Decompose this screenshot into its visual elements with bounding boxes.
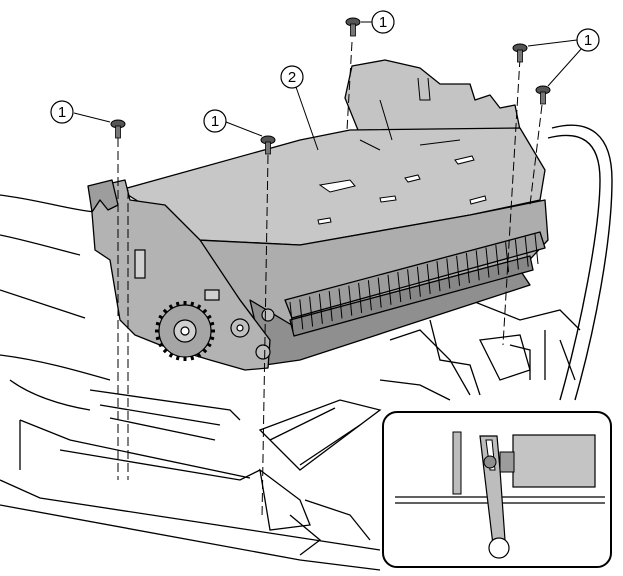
screw-icon	[535, 85, 551, 105]
roller-rib	[456, 255, 461, 286]
callout-label: 1	[379, 14, 387, 31]
callout-1b: 1	[203, 109, 227, 133]
gear-tooth	[155, 321, 161, 326]
gear-tooth	[162, 308, 168, 314]
gear-tooth	[209, 336, 215, 341]
roller-rib	[407, 269, 412, 300]
screw-icon	[110, 119, 126, 139]
roller-rib	[328, 291, 333, 322]
roller-rib	[534, 233, 539, 265]
printer-frame	[0, 194, 581, 571]
gear-tooth	[202, 308, 208, 314]
callout-leaders	[73, 21, 583, 151]
gear-tooth	[206, 342, 212, 348]
roller-rib	[524, 236, 529, 267]
gear-tooth	[190, 301, 195, 307]
screw-paths	[117, 41, 543, 519]
roller-rib	[397, 272, 402, 303]
gear-tooth	[175, 355, 180, 361]
gear-tooth	[175, 301, 180, 307]
gear-tooth	[196, 352, 202, 358]
roller-rib	[465, 252, 470, 284]
gear-tooth	[168, 352, 174, 358]
gear-tooth	[162, 348, 168, 354]
roller-rib	[495, 244, 500, 275]
gear-tooth	[209, 321, 215, 326]
gear-tooth	[190, 355, 195, 361]
roller-rib	[446, 258, 451, 289]
callout-1c: 1	[371, 10, 395, 34]
gear-tooth	[158, 314, 164, 320]
gear-tooth	[196, 304, 202, 310]
screw-icon	[345, 17, 361, 37]
roller-rib	[387, 274, 392, 305]
screw-icon	[260, 135, 276, 155]
roller-rib	[309, 296, 314, 327]
screw-icon	[512, 43, 528, 63]
screws	[110, 17, 551, 155]
callout-label: 2	[288, 69, 296, 86]
callout-1d: 1	[576, 28, 600, 52]
roller-rib	[348, 285, 353, 316]
gear-tooth	[206, 314, 212, 320]
callout-label: 1	[58, 104, 66, 121]
roller-rib	[436, 261, 441, 292]
roller-ribs	[289, 233, 539, 333]
roller-rib	[485, 247, 490, 278]
detail-inset-illustration	[382, 411, 612, 568]
callout-2: 2	[280, 65, 304, 89]
roller-rib	[514, 239, 519, 270]
roller-rib	[318, 293, 323, 324]
callout-1a: 1	[50, 100, 74, 124]
callout-label: 1	[584, 32, 592, 49]
roller-rib	[289, 301, 294, 333]
roller-rib	[416, 266, 421, 297]
harness-cable	[547, 124, 613, 401]
roller-rib	[377, 277, 382, 308]
top-surface-details	[317, 77, 487, 225]
roller-rib	[358, 282, 363, 314]
drive-gear	[134, 249, 275, 361]
roller-rib	[475, 250, 480, 281]
callout-label: 1	[211, 113, 219, 130]
roller-rib	[338, 288, 343, 319]
gear-tooth	[155, 336, 161, 341]
gear-tooth	[168, 304, 174, 310]
gear-tooth	[158, 342, 164, 348]
roller-rib	[299, 299, 304, 330]
gear-tooth	[202, 348, 208, 354]
roller-rib	[367, 280, 372, 311]
roller-rib	[426, 263, 431, 294]
